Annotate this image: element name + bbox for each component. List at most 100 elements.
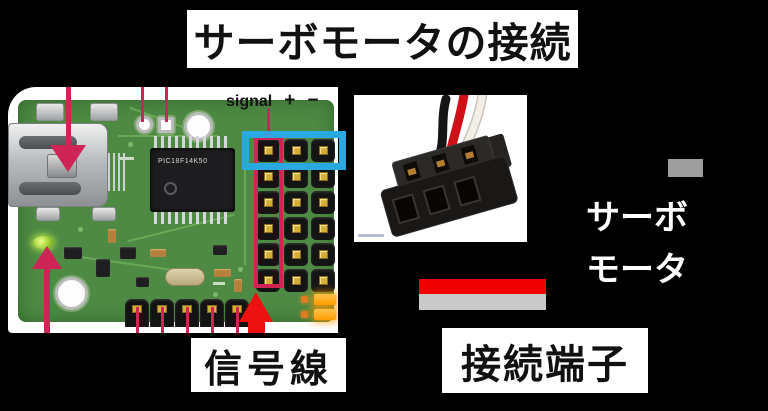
header-pin-pad xyxy=(319,224,328,233)
mount-tab xyxy=(36,207,60,221)
pcb-via xyxy=(238,267,243,272)
header-pin xyxy=(284,139,308,162)
bottom-pointer-line xyxy=(211,307,214,333)
contact-gold xyxy=(407,167,417,176)
channel-row-highlight xyxy=(242,131,346,170)
header-pin-pad xyxy=(264,224,273,233)
pcb-silkscreen xyxy=(120,157,134,160)
component xyxy=(136,277,149,287)
contact-gold xyxy=(464,151,475,160)
orange-led-small xyxy=(301,296,308,303)
signal-arrow-shaft xyxy=(248,321,265,333)
servo-connector-body xyxy=(380,133,518,237)
header-pin-pad xyxy=(319,250,328,259)
resistor xyxy=(108,229,116,243)
mount-tab xyxy=(36,103,64,121)
header-pin xyxy=(256,191,280,214)
connection-terminal-callout: 接続端子 xyxy=(442,328,648,393)
orange-led-small xyxy=(301,311,308,318)
header-pin-pad xyxy=(319,172,328,181)
chip-logo-dot xyxy=(164,182,177,195)
pcb-via xyxy=(213,292,218,297)
header-pin xyxy=(256,139,280,162)
pcb-via xyxy=(128,142,133,147)
chip-marking: PIC18F14K50 xyxy=(158,158,208,165)
plus-label: + xyxy=(284,90,296,111)
resistor xyxy=(234,279,242,292)
header-pin xyxy=(311,191,335,214)
header-pin-pad xyxy=(292,198,301,207)
header-pin-pad xyxy=(292,146,301,155)
usb-slot xyxy=(19,182,81,195)
usb-arrow-head xyxy=(50,145,86,172)
mount-tab xyxy=(92,207,116,221)
usb-solder-pins xyxy=(108,153,126,191)
signal-column-highlight xyxy=(254,136,283,288)
contact-gold xyxy=(436,159,446,168)
hole-pointer-line xyxy=(141,87,144,122)
mount-tab xyxy=(90,103,118,121)
bottom-pointer-line xyxy=(136,307,139,333)
header-pin-pad xyxy=(264,172,273,181)
pcb-silkscreen xyxy=(213,282,225,285)
servo-motor-label-line1: サーボ xyxy=(586,199,688,237)
header-pin-pad xyxy=(264,198,273,207)
chip-pins-bottom xyxy=(154,212,231,224)
component xyxy=(64,247,82,259)
component xyxy=(96,259,110,277)
header-pin-pad xyxy=(319,276,328,285)
connection-terminal-label: 接続端子 xyxy=(461,342,629,387)
header-pin xyxy=(256,217,280,240)
led-arrow-shaft xyxy=(44,268,50,333)
terminal-gray-stripe xyxy=(419,294,546,310)
header-pin-pad xyxy=(319,146,328,155)
slide-title-box: サーボモータの接続 xyxy=(187,10,578,68)
servo-connector-photo xyxy=(354,90,527,242)
servo-motor-label: サーボ モータ xyxy=(557,192,717,296)
pcb-trace xyxy=(244,145,246,265)
resistor xyxy=(214,269,231,277)
board-hole-large xyxy=(55,277,88,310)
orange-led xyxy=(314,294,336,305)
signal-arrow-head xyxy=(239,292,273,322)
microcontroller-chip: PIC18F14K50 xyxy=(150,148,235,212)
header-pin-pad xyxy=(264,146,273,155)
connector-hole xyxy=(391,193,421,225)
pin-labels-row: signal + − xyxy=(226,90,318,112)
header-pin xyxy=(284,217,308,240)
header-pin xyxy=(284,191,308,214)
header-pin-pad xyxy=(319,198,328,207)
component xyxy=(120,247,136,259)
terminal-red-stripe xyxy=(419,279,546,294)
green-status-led xyxy=(33,236,53,249)
header-pin xyxy=(311,139,335,162)
header-pin xyxy=(284,165,308,188)
signal-line-label: 信号線 xyxy=(203,348,333,391)
led-arrow-head xyxy=(32,246,62,269)
photo-watermark xyxy=(358,234,384,237)
resistor xyxy=(150,249,166,257)
usb-arrow-shaft xyxy=(66,87,71,146)
bottom-pointer-line xyxy=(161,307,164,333)
bottom-pointer-line xyxy=(236,307,239,333)
header-pin-pad xyxy=(264,250,273,259)
bottom-pointer-line xyxy=(186,307,189,333)
header-pin xyxy=(256,165,280,188)
header-pin xyxy=(311,269,335,292)
servo-motor-label-line2: モータ xyxy=(586,251,688,289)
board-hole xyxy=(136,116,153,133)
connector-hole xyxy=(453,175,482,207)
header-pin-pad xyxy=(292,224,301,233)
servo-connector-graphic xyxy=(380,90,518,237)
crystal-oscillator xyxy=(165,268,205,286)
component xyxy=(213,245,227,255)
header-pin-pad xyxy=(292,250,301,259)
header-pin xyxy=(284,269,308,292)
header-pin-pad xyxy=(292,172,301,181)
signal-label: signal xyxy=(226,93,273,110)
header-pin xyxy=(256,243,280,266)
connector-hole xyxy=(422,184,451,216)
terminal-stripe-graphic xyxy=(419,279,546,310)
header-pin xyxy=(284,243,308,266)
